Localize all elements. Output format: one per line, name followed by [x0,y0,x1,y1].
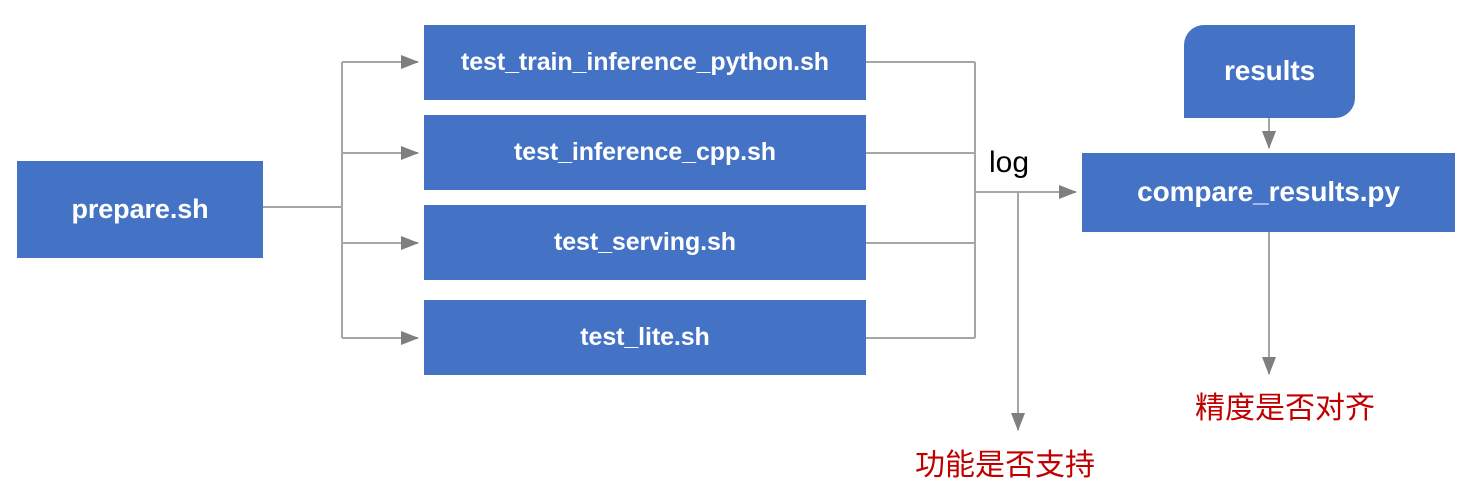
node-prepare-sh[interactable]: prepare.sh [17,161,263,258]
annotation-function-support: 功能是否支持 [915,448,1095,483]
node-test-lite-sh[interactable]: test_lite.sh [424,300,866,375]
annotation-precision-align: 精度是否对齐 [1195,391,1375,426]
node-results[interactable]: results [1184,25,1355,118]
node-test-train-inference-python-sh[interactable]: test_train_inference_python.sh [424,25,866,100]
node-test-serving-sh[interactable]: test_serving.sh [424,205,866,280]
node-test-inference-cpp-sh[interactable]: test_inference_cpp.sh [424,115,866,190]
edge-label-log: log [989,146,1030,179]
node-compare-results-py[interactable]: compare_results.py [1082,153,1455,232]
